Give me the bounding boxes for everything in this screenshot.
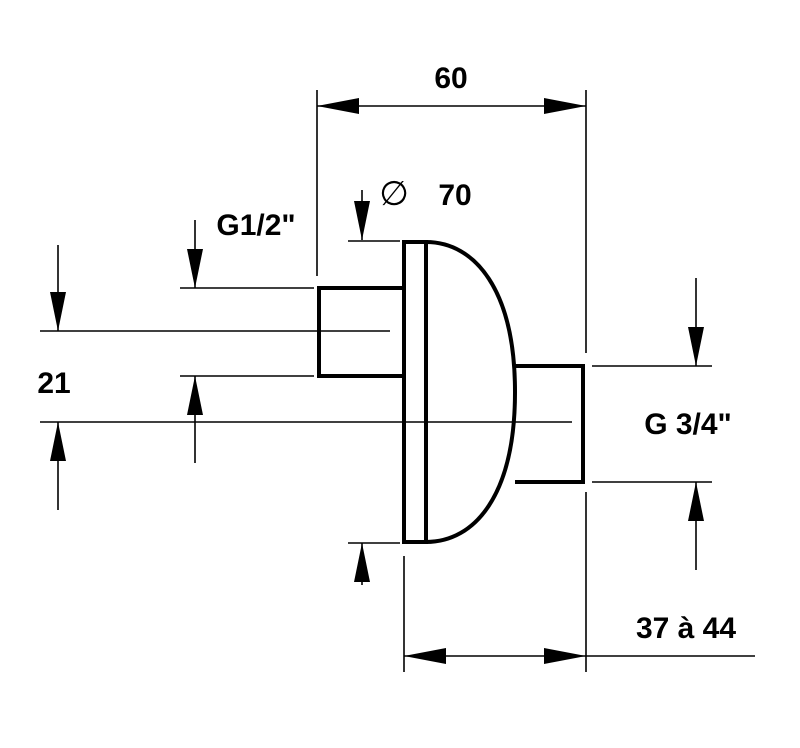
diameter-symbol: ∅ [379,175,409,213]
inlet-nipple [317,286,404,378]
part-outline [317,240,585,544]
offset-label: 21 [37,367,70,400]
inlet-thread-label: G1/2" [216,209,295,242]
dimension-21: 21 [37,245,71,510]
dome-cover [425,240,518,544]
dimension-diameter-70: ∅ 70 [348,175,472,585]
outlet-nipple [515,364,585,484]
dimension-outlet-thread: G 3/4" [592,278,732,570]
depth-range-label: 37 à 44 [636,612,736,645]
center-lines [40,330,572,423]
dimension-inlet-thread: G1/2" [180,209,314,463]
diameter-value: 70 [438,179,471,212]
dimension-60: 60 [316,62,587,353]
dimension-60-label: 60 [434,62,467,95]
outlet-thread-label: G 3/4" [644,408,732,441]
flange-plate [402,240,428,544]
dimension-37-44: 37 à 44 [403,492,755,672]
